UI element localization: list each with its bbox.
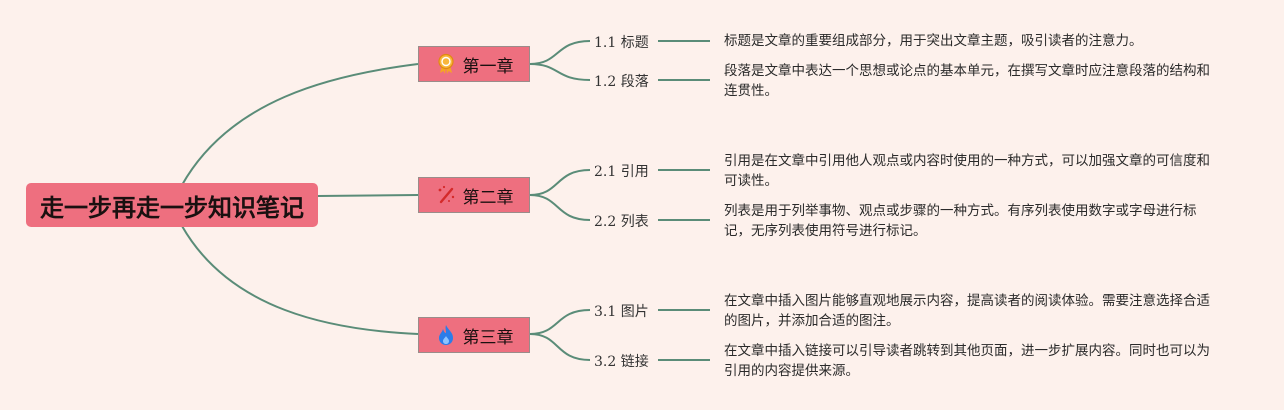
- section-description-2-2[interactable]: 列表是用于列举事物、观点或步骤的一种方式。有序列表使用数字或字母进行标记，无序列…: [724, 203, 1197, 239]
- connector-chapter-1-section-2: [529, 63, 591, 81]
- section-label-3-1[interactable]: 3.1 图片: [594, 304, 649, 320]
- connector-root-chapter-1: [181, 63, 419, 186]
- section-description-1-2[interactable]: 段落是文章中表达一个思想或论点的基本单元，在撰写文章时应注意段落的结构和连贯性。: [724, 63, 1210, 99]
- connector-chapter-2-section-1: [529, 169, 591, 196]
- chapter-node-1[interactable]: 第一章: [418, 46, 530, 82]
- section-description-3-2[interactable]: 在文章中插入链接可以引导读者跳转到其他页面，进一步扩展内容。同时也可以为引用的内…: [724, 343, 1210, 379]
- flame-icon: [435, 324, 457, 346]
- chapter-node-3[interactable]: 第三章: [418, 317, 530, 353]
- root-title: 走一步再走一步知识笔记: [40, 193, 304, 222]
- connector-chapter-3-section-2: [529, 333, 591, 361]
- connector-root-chapter-3: [181, 225, 419, 335]
- connector-chapter-1-section-1: [529, 40, 591, 65]
- award-medal-icon: [435, 53, 457, 75]
- section-label-1-2[interactable]: 1.2 段落: [594, 74, 649, 90]
- connector-root-chapter-2: [317, 194, 419, 197]
- section-label-1-1[interactable]: 1.1 标题: [594, 35, 649, 51]
- chapter-node-2[interactable]: 第二章: [418, 177, 530, 213]
- section-description-2-1[interactable]: 引用是在文章中引用他人观点或内容时使用的一种方式，可以加强文章的可信度和可读性。: [724, 153, 1210, 189]
- section-label-2-2[interactable]: 2.2 列表: [594, 214, 649, 230]
- section-description-1-1[interactable]: 标题是文章的重要组成部分，用于突出文章主题，吸引读者的注意力。: [724, 33, 1143, 49]
- chapter-title: 第一章: [462, 56, 514, 77]
- section-description-3-1[interactable]: 在文章中插入图片能够直观地展示内容，提高读者的阅读体验。需要注意选择合适的图片，…: [724, 293, 1210, 329]
- section-label-3-2[interactable]: 3.2 链接: [594, 354, 649, 370]
- chapter-title: 第二章: [462, 187, 514, 208]
- connector-chapter-3-section-1: [529, 309, 591, 335]
- root-node[interactable]: 走一步再走一步知识笔记: [26, 183, 318, 227]
- section-label-2-1[interactable]: 2.1 引用: [594, 164, 649, 180]
- connector-chapter-2-section-2: [529, 194, 591, 221]
- chapter-title: 第三章: [462, 327, 514, 348]
- magic-wand-icon: [435, 184, 457, 206]
